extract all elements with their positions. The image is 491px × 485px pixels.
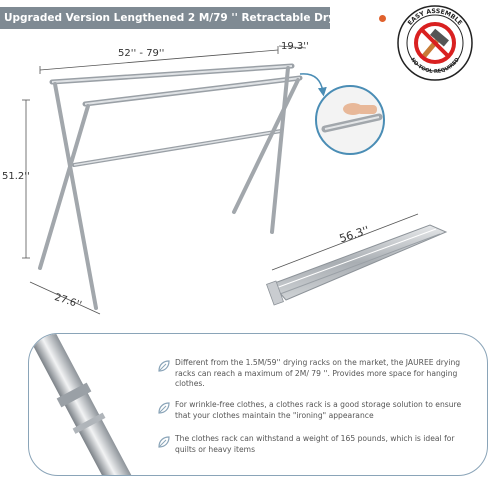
dimension-length-label: 52'' - 79'': [118, 48, 165, 59]
rack-top-bar: [49, 63, 295, 85]
header-title: Upgraded Version Lengthened 2 M/79 '' Re…: [0, 7, 386, 29]
feature-item-3: The clothes rack can withstand a weight …: [157, 434, 475, 455]
rack-left-legs: [38, 82, 98, 310]
folded-rack: [266, 224, 448, 306]
accent-dot: [379, 15, 386, 22]
features-panel: Different from the 1.5M/59'' drying rack…: [28, 333, 488, 476]
feature-text-2: For wrinkle-free clothes, a clothes rack…: [175, 400, 462, 420]
feature-item-1: Different from the 1.5M/59'' drying rack…: [157, 358, 475, 390]
rack-second-bar: [82, 75, 303, 107]
feature-text-1: Different from the 1.5M/59'' drying rack…: [175, 358, 461, 388]
feature-item-2: For wrinkle-free clothes, a clothes rack…: [157, 400, 475, 421]
hand-adjust-icon: [321, 103, 383, 133]
leaf-icon: [158, 402, 170, 414]
no-tools-badge-icon: EASY ASSEMBLE NO TOOL REQUIRED: [397, 5, 473, 81]
feature-text-3: The clothes rack can withstand a weight …: [175, 434, 455, 454]
dimension-height-label: 51.2'': [2, 171, 30, 182]
rack-right-legs: [232, 66, 300, 234]
rack-lower-bar: [72, 129, 283, 167]
zoom-arrow: [299, 73, 327, 97]
zoom-detail: [315, 85, 385, 155]
dimension-depth-label: 19.3'': [281, 41, 309, 52]
drying-rack-illustration: [22, 45, 448, 315]
leaf-icon: [158, 436, 170, 448]
telescopic-pole-illustration: [29, 334, 140, 475]
dimension-lines: [22, 45, 419, 315]
leaf-icon: [158, 360, 170, 372]
